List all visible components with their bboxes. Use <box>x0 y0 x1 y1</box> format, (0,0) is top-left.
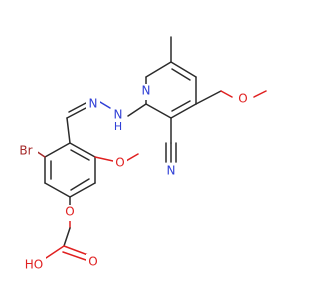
atom-o-aryl-ether: O <box>65 205 74 219</box>
bond-ring-o-methoxy <box>94 156 114 162</box>
atom-h-hydrazone: H <box>114 120 122 133</box>
bond-layer <box>35 36 267 261</box>
bond-pyr-5 <box>170 103 197 119</box>
bond-c-o-double-a <box>63 245 89 256</box>
bond-ch2 <box>195 90 222 105</box>
atom-o-ether-side: O <box>238 92 247 106</box>
atom-n-nitrile: N <box>167 164 176 178</box>
bond-pyr-2 <box>145 61 172 78</box>
molecule-structure-diagram: Br N N H N N O O O O HO <box>14 36 267 273</box>
bond-c-oh <box>45 245 65 259</box>
atom-o-carbonyl: O <box>88 255 97 269</box>
bond-nh-pyridine <box>127 103 147 117</box>
bond-pyr-5b <box>171 100 191 112</box>
atom-n-pyridine: N <box>142 84 151 98</box>
atom-n-hydrazone-2: N <box>114 108 123 122</box>
bond-vinyl-n <box>66 107 87 119</box>
bond-benzene-3 <box>44 182 71 198</box>
bond-ch2-cooh <box>63 227 71 247</box>
bond-benzene-6 <box>69 142 96 158</box>
atom-n-hydrazone-1: N <box>89 97 98 111</box>
bond-c-o-double-b <box>62 251 87 261</box>
bond-benzene-4 <box>69 182 96 198</box>
atom-o-hydroxyl: HO <box>25 258 43 272</box>
bond-ring-vinyl <box>66 117 71 144</box>
bond-benzene-1 <box>44 142 71 158</box>
bond-ch2-o <box>220 90 233 98</box>
bond-pyr-3 <box>170 61 197 78</box>
bond-vinyl-n-b <box>68 102 87 113</box>
atom-label-layer: Br N N H N N O O O O HO <box>14 84 250 273</box>
bond-benzene-4b <box>70 178 90 191</box>
bond-o-methyl <box>125 153 139 162</box>
bond-pyr-3b <box>171 68 191 81</box>
bond-pyr-6 <box>145 103 172 119</box>
atom-o-methoxy-ring: O <box>115 156 124 170</box>
atom-br: Br <box>19 144 32 158</box>
bond-o-ch3 <box>253 90 267 98</box>
bond-n-n <box>99 101 111 109</box>
bond-benzene-6b <box>70 149 90 161</box>
